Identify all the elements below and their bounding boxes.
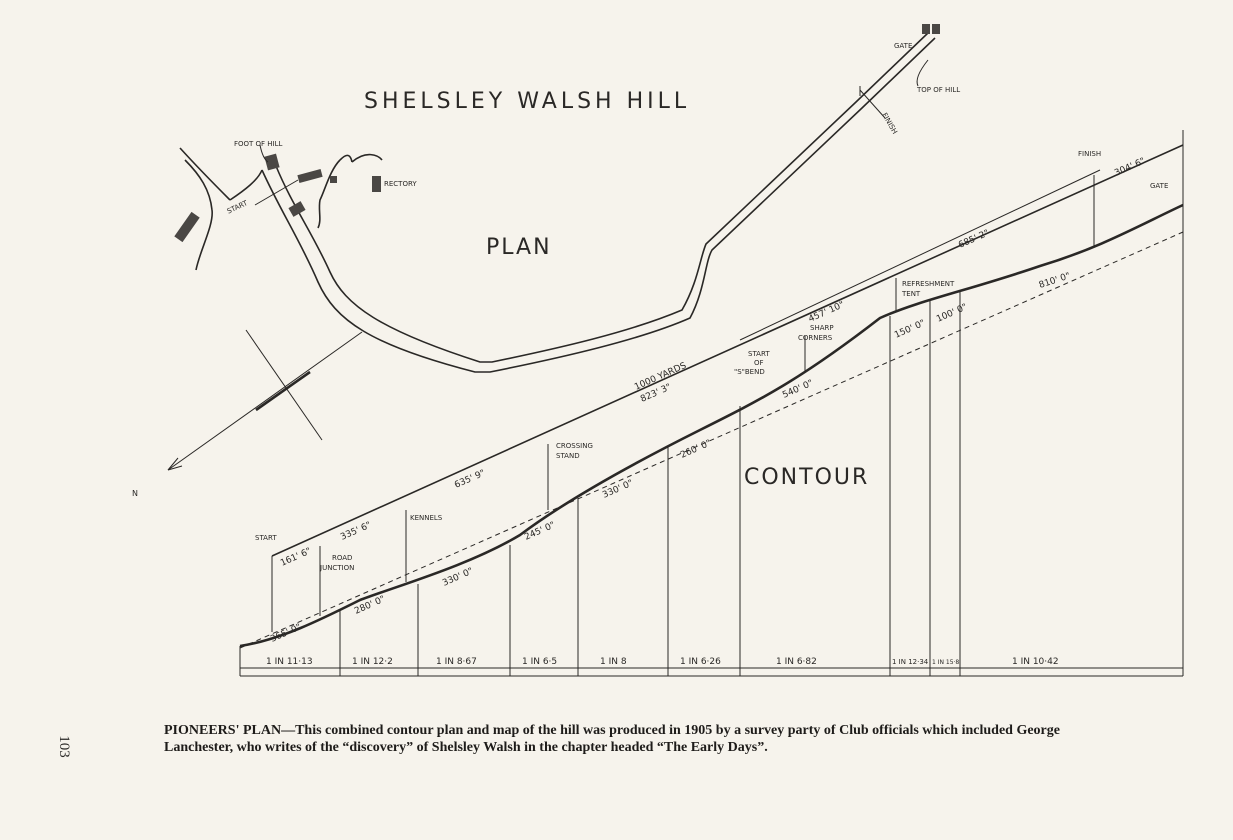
gradient-label: 1 IN 6·26 xyxy=(680,657,721,667)
measure-lower: 330' 0" xyxy=(601,478,635,500)
measure-lower: 810' 0" xyxy=(1038,271,1072,291)
gradient-label: 1 IN 8·67 xyxy=(436,657,477,667)
contour-gate-label: GATE xyxy=(1150,182,1168,190)
north-label: N xyxy=(132,489,138,498)
kennels-label: KENNELS xyxy=(410,514,443,522)
measure-upper: 685' 2" xyxy=(957,228,991,250)
road-junction-label-line1: ROAD xyxy=(332,554,352,562)
plan-finish-label: FINISH xyxy=(880,112,898,136)
plan-start-label: START xyxy=(226,199,250,216)
building-block xyxy=(330,176,337,183)
measure-lower: 260' 0" xyxy=(679,438,713,460)
gate-label: GATE xyxy=(894,42,912,50)
gradient-label: 1 IN 6·82 xyxy=(776,657,817,667)
gradient-label: 1 IN 11·13 xyxy=(266,657,313,667)
measure-lower: 365' 0" xyxy=(269,622,303,644)
measure-upper: 304' 6" xyxy=(1113,156,1147,178)
measure-lower: 280' 0" xyxy=(353,594,387,616)
rectory-building xyxy=(372,176,381,192)
s-bend-label-line3: "S"BEND xyxy=(734,368,765,376)
s-bend-label-line2: OF xyxy=(754,359,764,367)
gradient-label: 1 IN 8 xyxy=(600,657,627,667)
measure-lower: 150' 0" xyxy=(893,318,927,340)
building-block xyxy=(174,211,200,243)
crossing-stand-label-line2: STAND xyxy=(556,452,580,460)
sharp-corners-label-line1: SHARP xyxy=(810,324,834,332)
contour-label: CONTOUR xyxy=(744,465,869,490)
gate-building xyxy=(922,24,930,34)
plan-label: PLAN xyxy=(486,235,552,260)
refreshment-tent-label-line1: REFRESHMENT xyxy=(902,280,955,288)
gradient-label: 1 IN 6·5 xyxy=(522,657,557,667)
gradient-label: 1 IN 12·34 xyxy=(892,658,929,666)
sharp-corners-label-line2: CORNERS xyxy=(798,334,833,342)
compass-icon: N xyxy=(132,329,363,498)
crossing-stand-label-line1: CROSSING xyxy=(556,442,593,450)
figure-caption: PIONEERS' PLAN—This combined contour pla… xyxy=(164,723,1060,755)
road-junction-label-line2: JUNCTION xyxy=(319,564,354,572)
gradient-label: 1 IN 15·8 xyxy=(932,659,959,666)
gradient-label: 1 IN 12·2 xyxy=(352,657,393,667)
measure-upper: 457' 10" xyxy=(807,300,846,325)
contour-finish-label: FINISH xyxy=(1078,150,1101,158)
building-block xyxy=(288,201,306,217)
measure-lower: 100' 0" xyxy=(935,302,969,324)
gradient-label: 1 IN 10·42 xyxy=(1012,657,1059,667)
contour-profile: START ROAD JUNCTION KENNELS CROSSING STA… xyxy=(239,130,1184,677)
contour-start-label: START xyxy=(255,534,277,542)
gate-building xyxy=(932,24,940,34)
drawing-title: SHELSLEY WALSH HILL xyxy=(364,89,690,114)
plan-map: GATE TOP OF HILL FINISH FOOT OF HILL REC… xyxy=(132,24,960,498)
refreshment-tent-label-line2: TENT xyxy=(901,290,921,298)
top-of-hill-label: TOP OF HILL xyxy=(916,86,960,94)
rectory-label: RECTORY xyxy=(384,180,417,188)
measure-lower: 245' 0" xyxy=(523,520,557,542)
building-block xyxy=(297,169,323,183)
building-block xyxy=(264,153,280,171)
s-bend-label-line1: START xyxy=(748,350,770,358)
measure-lower: 540' 0" xyxy=(781,378,815,400)
foot-of-hill-label: FOOT OF HILL xyxy=(234,140,283,148)
page-number: 103 xyxy=(55,735,72,758)
